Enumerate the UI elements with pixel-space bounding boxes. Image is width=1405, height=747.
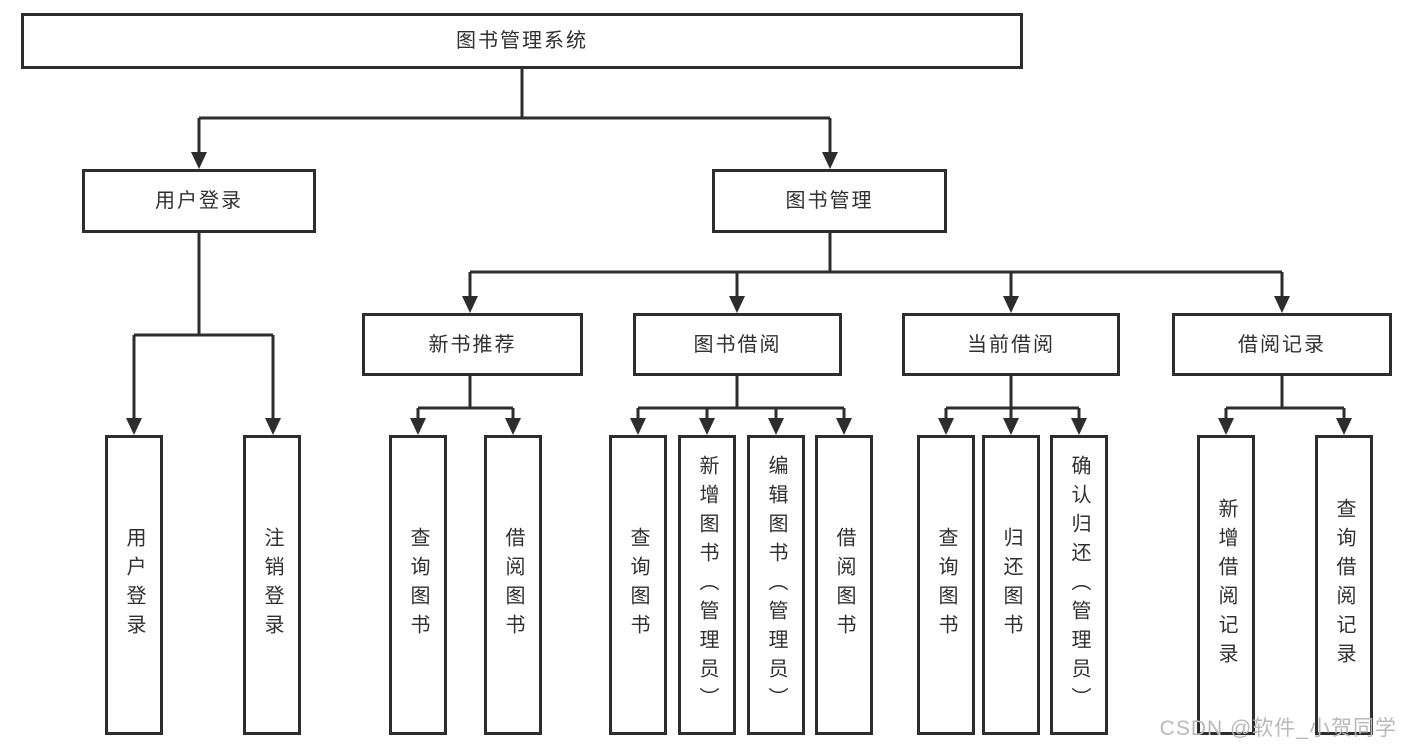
- arrowheads: [126, 152, 1352, 435]
- leaf-query-books-recommendation: 查询图书: [389, 435, 447, 735]
- node-label: 新增借阅记录: [1215, 498, 1237, 672]
- node-label: 查询图书: [935, 527, 957, 643]
- connector-paths: [132, 69, 1346, 420]
- node-label: 查询借阅记录: [1333, 498, 1355, 672]
- node-label: 图书管理: [785, 190, 874, 212]
- leaf-logout: 注销登录: [243, 435, 301, 735]
- node-label: 用户登录: [155, 190, 243, 212]
- node-label: 编辑图书（管理员）: [765, 454, 787, 716]
- leaf-user-login: 用户登录: [105, 435, 163, 735]
- leaf-query-books-borrowing: 查询图书: [609, 435, 667, 735]
- node-label: 注销登录: [261, 527, 283, 643]
- node-label: 借阅记录: [1238, 333, 1326, 356]
- node-label: 图书借阅: [693, 333, 782, 356]
- node-label: 新书推荐: [428, 333, 517, 356]
- node-user-login-branch: 用户登录: [82, 169, 316, 233]
- leaf-add-books-admin: 新增图书（管理员）: [678, 435, 736, 735]
- node-label: 图书管理系统: [456, 30, 588, 52]
- node-borrowing-records: 借阅记录: [1172, 313, 1392, 376]
- leaf-borrow-books-borrowing: 借阅图书: [815, 435, 873, 735]
- leaf-add-borrowing-record: 新增借阅记录: [1197, 435, 1255, 735]
- leaf-return-books: 归还图书: [982, 435, 1040, 735]
- node-label: 查询图书: [407, 527, 429, 643]
- node-library-management-system: 图书管理系统: [21, 13, 1023, 69]
- node-label: 当前借阅: [967, 333, 1055, 356]
- node-label: 借阅图书: [502, 527, 524, 643]
- node-label: 归还图书: [1000, 527, 1022, 643]
- node-label: 确认归还（管理员）: [1068, 454, 1090, 716]
- node-label: 借阅图书: [833, 527, 855, 643]
- node-current-borrowing: 当前借阅: [902, 313, 1120, 376]
- node-label: 查询图书: [627, 527, 649, 643]
- leaf-borrow-books-recommendation: 借阅图书: [484, 435, 542, 735]
- node-label: 新增图书（管理员）: [696, 454, 718, 716]
- node-book-borrowing: 图书借阅: [633, 313, 842, 376]
- leaf-confirm-return-admin: 确认归还（管理员）: [1050, 435, 1108, 735]
- node-label: 用户登录: [123, 527, 145, 643]
- leaf-query-borrowing-record: 查询借阅记录: [1315, 435, 1373, 735]
- node-book-management-branch: 图书管理: [712, 169, 947, 233]
- leaf-edit-books-admin: 编辑图书（管理员）: [747, 435, 805, 735]
- leaf-query-books-current: 查询图书: [917, 435, 975, 735]
- csdn-watermark: CSDN @软件_小贺同学: [1159, 717, 1397, 740]
- node-new-book-recommendation: 新书推荐: [362, 313, 583, 376]
